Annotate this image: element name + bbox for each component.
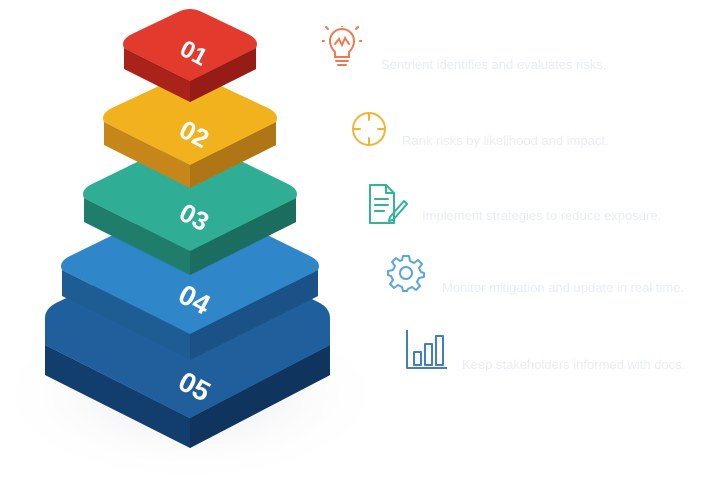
target-icon [352, 112, 386, 146]
layer-03: 03 [83, 140, 297, 275]
bar-chart-icon [406, 330, 447, 369]
layer-01: 01 [123, 9, 257, 102]
layer-02: 02 [103, 74, 277, 188]
step-03-text: Implement strategies to reduce exposure. [422, 208, 662, 223]
gear-icon [387, 255, 425, 292]
lightbulb-icon [322, 26, 362, 66]
step-02-text: Rank risks by likelihood and impact. [402, 133, 609, 148]
step-05-text: Keep stakeholders informed with docs. [462, 357, 686, 372]
step-01-text: Sentrient identifies and evaluates risks… [381, 57, 607, 72]
document-edit-icon [369, 184, 408, 224]
step-04-text: Monitor mitigation and update in real ti… [442, 280, 685, 295]
